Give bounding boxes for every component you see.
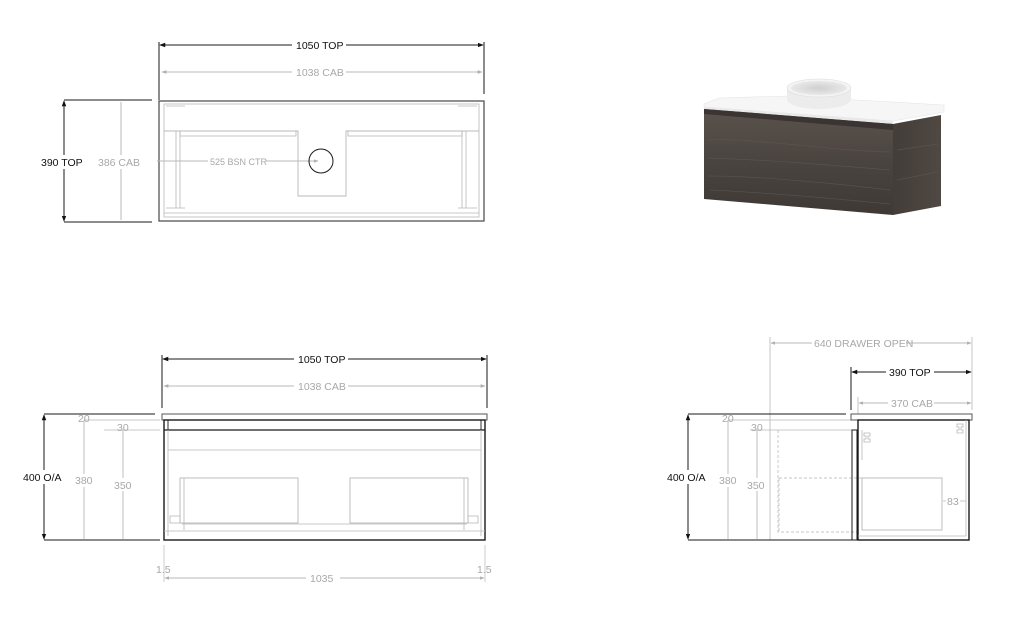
side-elevation: 640 DRAWER OPEN 390 TOP 370 CAB 400 O/A … <box>666 336 973 541</box>
plan-top-width-label: 1050 TOP <box>296 40 343 52</box>
front-gap-label: 30 <box>117 422 129 434</box>
side-top-depth-label: 390 TOP <box>889 367 931 379</box>
side-overall-height-label: 400 O/A <box>667 472 706 484</box>
side-cab-depth-label: 370 CAB <box>891 398 933 410</box>
front-top-thickness-label: 20 <box>78 413 90 425</box>
front-top-width-label: 1050 TOP <box>298 354 345 366</box>
side-gap-label: 30 <box>751 422 763 434</box>
front-left-offset-label: 1.5 <box>156 564 171 576</box>
side-drawer-height-label: 350 <box>747 480 765 492</box>
plan-cab-width-label: 1038 CAB <box>296 67 344 79</box>
product-render <box>703 78 945 215</box>
bracket-icon <box>863 432 871 443</box>
plan-cab-depth-label: 386 CAB <box>98 157 140 169</box>
plan-top-depth-label: 390 TOP <box>41 157 83 169</box>
bracket-icon <box>956 423 964 434</box>
front-cab-width-label: 1038 CAB <box>298 381 346 393</box>
side-drawer-open-label: 640 DRAWER OPEN <box>814 338 913 350</box>
side-cab-height-label: 380 <box>719 475 737 487</box>
side-inner-depth-label: 83 <box>947 496 959 508</box>
front-drawer-width-label: 1035 <box>310 573 334 585</box>
front-overall-height-label: 400 O/A <box>23 472 62 484</box>
side-top-thickness-label: 20 <box>722 413 734 425</box>
waste-hole-icon <box>308 148 334 174</box>
front-cab-height-label: 380 <box>75 475 93 487</box>
front-drawer-height-label: 350 <box>114 480 132 492</box>
front-elevation: 1050 TOP 1038 CAB 400 O/A 380 20 350 30 <box>22 352 492 585</box>
front-right-offset-label: 1.5 <box>477 564 492 576</box>
plan-view: 1050 TOP 1038 CAB 390 TOP 386 CAB <box>40 38 485 223</box>
plan-basin-center-label: 525 BSN CTR <box>210 157 268 167</box>
